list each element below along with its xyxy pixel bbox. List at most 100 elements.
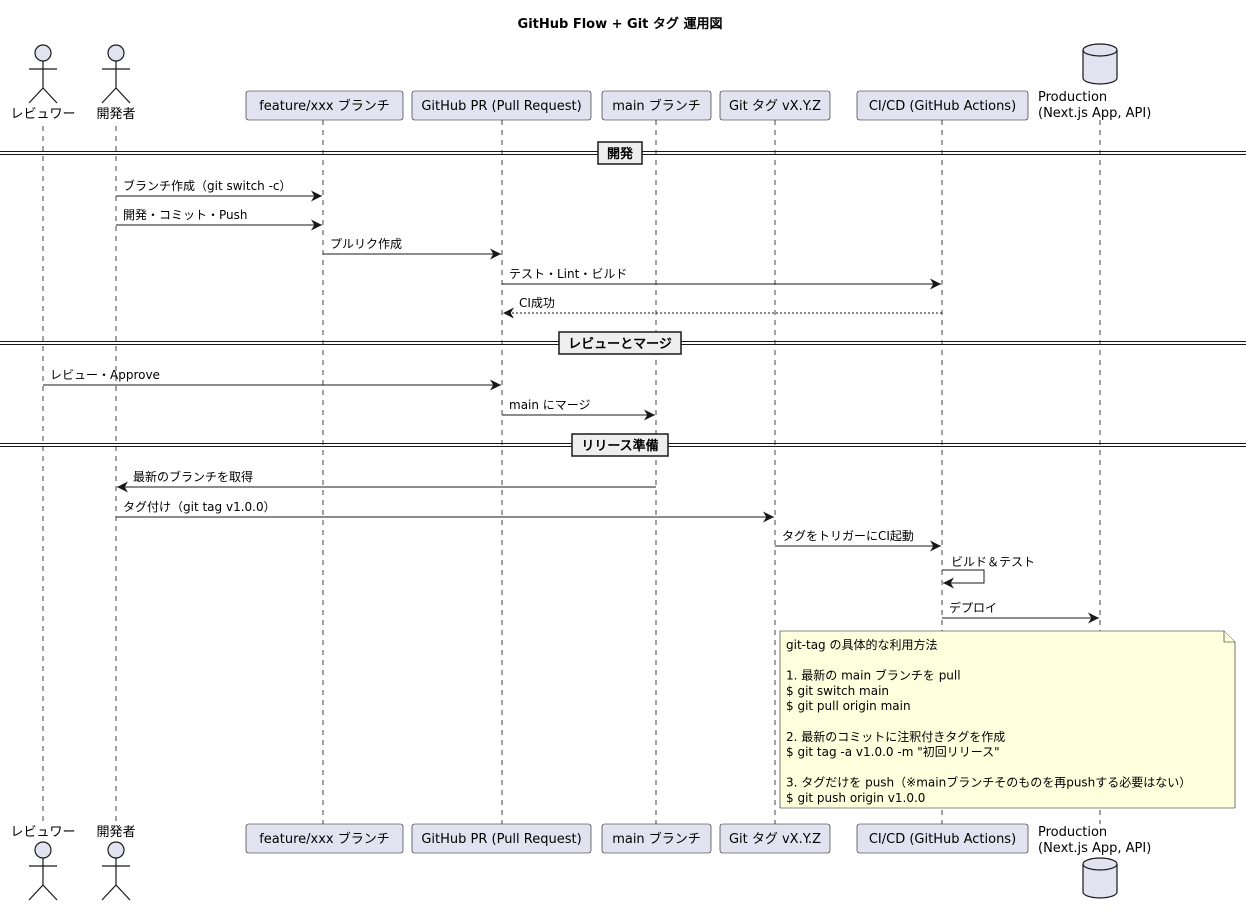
participant-label: Git タグ vX.Y.Z	[729, 99, 821, 114]
note-line: 1. 最新の main ブランチを pull	[786, 668, 961, 683]
actor-head-icon	[107, 44, 125, 62]
participant-label: 開発者	[96, 107, 135, 122]
note-line: 3. タグだけを push（※mainブランチそのものを再pushする必要はない…	[786, 775, 1191, 790]
message-label: ブランチ作成（git switch -c）	[123, 178, 292, 193]
actor-head-icon	[34, 44, 52, 62]
database-prod-bottom: Production(Next.js App, API)	[1038, 825, 1151, 899]
note-body	[779, 630, 1236, 809]
participant-label: 開発者	[96, 825, 135, 840]
participant-box	[245, 90, 404, 121]
message-label: 最新のブランチを取得	[133, 469, 253, 484]
participant-box	[719, 823, 831, 854]
note-line: $ git push origin v1.0.0	[786, 791, 925, 805]
message-2: 開発・コミット・Push	[116, 208, 322, 231]
participant-pr-bottom: GitHub PR (Pull Request)	[411, 823, 592, 854]
actor-leg-line	[28, 884, 44, 901]
lifelines	[42, 120, 1101, 824]
participant-label: feature/xxx ブランチ	[259, 831, 390, 847]
note-line: git-tag の具体的な利用方法	[786, 637, 937, 652]
database-rim-line	[1082, 49, 1118, 57]
message-12: デプロイ	[942, 600, 1099, 624]
participant-main-top: main ブランチ	[601, 90, 712, 121]
message-arrow	[942, 569, 985, 589]
participant-box	[601, 90, 712, 121]
section-label-box	[558, 331, 682, 355]
participant-box	[601, 823, 712, 854]
note-line: 2. 最新のコミットに注釈付きタグを作成	[786, 729, 1005, 744]
message-6: レビュー・Approve	[43, 368, 501, 391]
actor-head-icon	[34, 841, 52, 859]
participant-ci-top: CI/CD (GitHub Actions)	[856, 90, 1029, 121]
participant-label: Git タグ vX.Y.Z	[729, 832, 821, 847]
participant-label: レビュワー	[10, 825, 75, 840]
section-divider: レビューとマージ	[0, 331, 1246, 355]
participant-box	[719, 90, 831, 121]
database-icon	[1082, 857, 1118, 899]
participant-feature-top: feature/xxx ブランチ	[245, 90, 404, 121]
messages: ブランチ作成（git switch -c） 開発・コミット・Push プルリク作成テ…	[43, 178, 1099, 624]
note-line: $ git pull origin main	[786, 699, 911, 713]
participant-tag-top: Git タグ vX.Y.Z	[719, 90, 831, 121]
participant-box	[856, 823, 1029, 854]
actor-leg-line	[115, 884, 131, 901]
actor-leg-line	[28, 87, 44, 104]
note-fold	[1223, 631, 1235, 643]
message-label: CI成功	[519, 296, 555, 310]
section-label-box	[571, 433, 669, 457]
note-line: $ git switch main	[786, 684, 889, 698]
section-label-box	[597, 141, 643, 165]
note-line: $ git tag -a v1.0.0 -m "初回リリース"	[786, 745, 1000, 759]
participant-label: GitHub PR (Pull Request)	[421, 832, 581, 847]
participant-feature-bottom: feature/xxx ブランチ	[245, 823, 404, 854]
section-label: 開発	[607, 146, 634, 162]
participant-label: main ブランチ	[612, 831, 701, 847]
message-4: テスト・Lint・ビルド	[502, 267, 941, 290]
actor-reviewer-bottom: レビュワー	[10, 825, 76, 901]
participant-label: GitHub PR (Pull Request)	[421, 99, 581, 114]
actor-leg-line	[42, 87, 58, 104]
database-prod-top: Production(Next.js App, API)	[1038, 43, 1151, 121]
actor-leg-line	[101, 87, 117, 104]
section-divider: リリース準備	[0, 433, 1246, 457]
participant-label: CI/CD (GitHub Actions)	[869, 832, 1016, 847]
actor-dev-top: 開発者	[96, 44, 136, 122]
message-label: タグをトリガーにCI起動	[782, 529, 914, 543]
participant-label: Production(Next.js App, API)	[1038, 90, 1151, 121]
actor-head-icon	[107, 841, 125, 859]
participant-label: Production(Next.js App, API)	[1038, 825, 1151, 856]
database-rim-line	[1082, 863, 1118, 871]
message-8: 最新のブランチを取得	[117, 469, 656, 493]
actor-leg-line	[42, 884, 58, 901]
participant-label: feature/xxx ブランチ	[259, 98, 390, 114]
section-divider: 開発	[0, 141, 1246, 165]
participant-box	[411, 823, 592, 854]
actor-leg-line	[101, 884, 117, 901]
section-label: リリース準備	[581, 438, 658, 454]
message-label: テスト・Lint・ビルド	[509, 267, 627, 281]
participant-label: main ブランチ	[612, 98, 701, 114]
message-label: ビルド＆テスト	[951, 555, 1035, 569]
participant-box	[411, 90, 592, 121]
participant-pr-top: GitHub PR (Pull Request)	[411, 90, 592, 121]
message-7: main にマージ	[502, 398, 655, 421]
actor-leg-line	[115, 87, 131, 104]
message-3: プルリク作成	[323, 237, 501, 260]
message-5: CI成功	[503, 296, 942, 319]
participant-main-bottom: main ブランチ	[601, 823, 712, 854]
message-11: ビルド＆テスト	[942, 555, 1035, 589]
participant-box	[245, 823, 404, 854]
message-9: タグ付け（git tag v1.0.0）	[116, 500, 774, 523]
message-label: タグ付け（git tag v1.0.0）	[123, 500, 276, 514]
actor-dev-bottom: 開発者	[96, 825, 136, 901]
participant-label: CI/CD (GitHub Actions)	[869, 99, 1016, 114]
participant-ci-bottom: CI/CD (GitHub Actions)	[856, 823, 1029, 854]
participant-box	[856, 90, 1029, 121]
message-10: タグをトリガーにCI起動	[775, 529, 941, 552]
message-label: 開発・コミット・Push	[123, 208, 248, 222]
message-label: レビュー・Approve	[50, 368, 160, 382]
